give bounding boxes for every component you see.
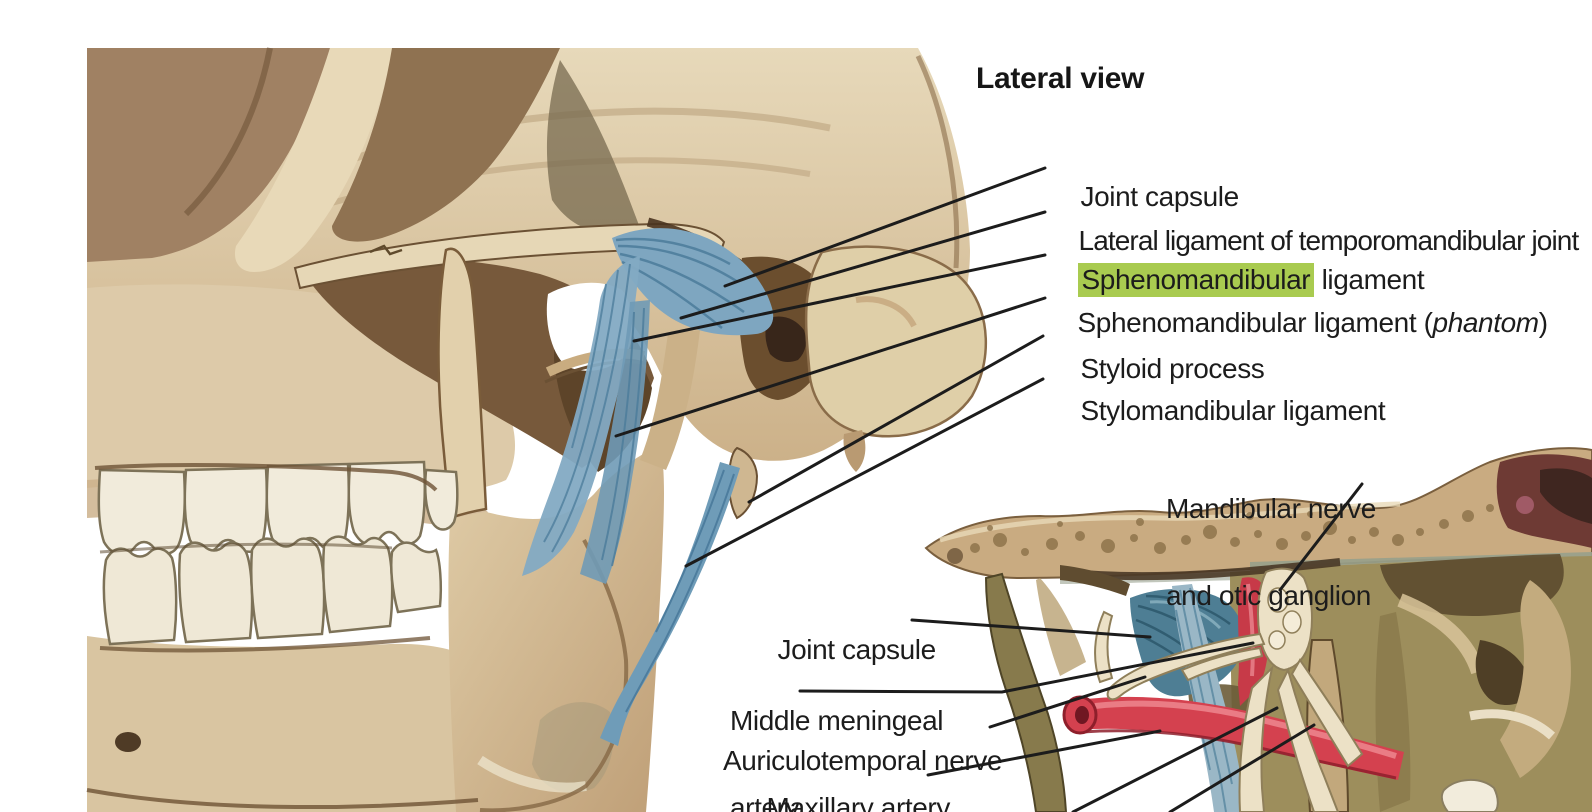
skull-lateral-illustration [86, 47, 987, 812]
label-middle-meningeal-artery: Middle meningeal artery [730, 705, 944, 812]
leader-lines [614, 166, 1364, 812]
mandibular-nerve-branches [1094, 567, 1364, 812]
label-joint-capsule-medial: Joint capsule [777, 634, 937, 665]
label-lateral-ligament: Lateral ligament of temporomandibular jo… [1078, 225, 1580, 256]
upper-teeth [97, 460, 459, 556]
bone-marrow-speckles [947, 495, 1517, 564]
lower-teeth [102, 535, 443, 646]
search-highlight: Sphenomandibular [1077, 263, 1315, 297]
label-sphenomandibular-phantom: Sphenomandibular ligament (phantom) [1077, 307, 1548, 338]
label-sphenomandibular-ligament: Sphenomandibular ligament [1048, 236, 1425, 323]
label-styloid-process: Styloid process [1080, 353, 1265, 384]
label-auriculotemporal-nerve: Auriculotemporal nerve [722, 745, 1003, 776]
label-joint-capsule-lateral: Joint capsule [1080, 181, 1240, 212]
tmj-medial-illustration [924, 447, 1592, 812]
view-title: Lateral view [976, 62, 1145, 95]
label-maxillary-artery: Maxillary artery [766, 792, 951, 812]
label-stylomandibular-ligament: Stylomandibular ligament [1080, 395, 1386, 426]
label-mandibular-nerve-otic-ganglion: Mandibular nerve and otic ganglion [1166, 493, 1376, 611]
